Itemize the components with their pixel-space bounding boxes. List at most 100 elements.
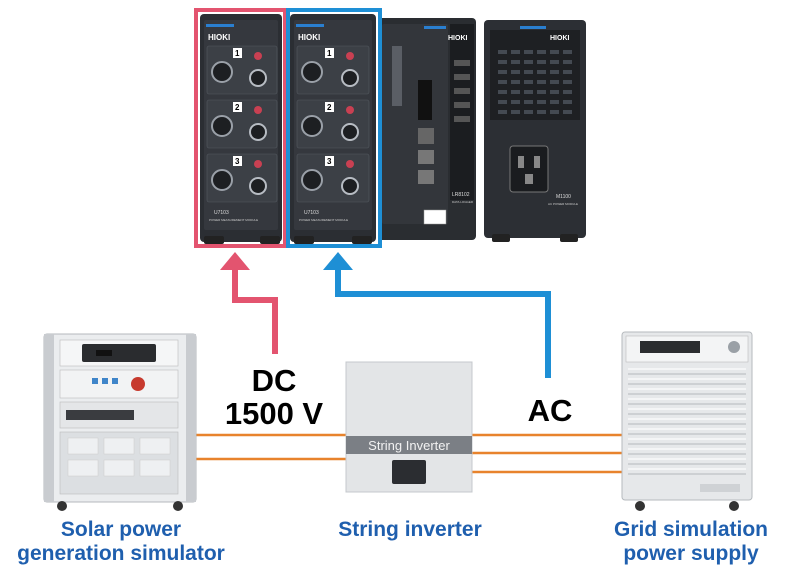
vent-slot (550, 110, 559, 114)
vent-slot (563, 110, 572, 114)
cooling-fin (628, 403, 746, 405)
vent-slot (524, 110, 533, 114)
vent-slot (537, 70, 546, 74)
data-logger-unit: HIOKI HIOKI HIOKI HIOKI 1 2 3 U7103 POWE… (200, 14, 586, 244)
brand-logo-power-module: HIOKI (550, 35, 570, 42)
dc-module-highlight (194, 8, 287, 248)
inverter-display (392, 460, 426, 484)
vent-slot (524, 60, 533, 64)
string-inverter-label: String inverter (312, 518, 508, 542)
vent-slot (524, 80, 533, 84)
vent-slot (511, 60, 520, 64)
cooling-fin (628, 393, 746, 395)
cooling-fin (628, 468, 746, 470)
solar-label-line2: generation simulator (17, 542, 225, 565)
channel-label-3a: 3 (235, 157, 240, 166)
dc-label-line2: 1500 V (224, 396, 324, 431)
ac-module-highlight (286, 8, 382, 248)
power-cables (196, 433, 622, 474)
vent-slot (511, 50, 520, 54)
grid-simulator-device (621, 331, 753, 511)
channel-label-2b: 2 (327, 103, 332, 112)
vent-slot (498, 90, 507, 94)
vent-slot (550, 50, 559, 54)
current-terminal-1a (211, 61, 233, 83)
cooling-fin (628, 373, 746, 375)
vent-slot (550, 80, 559, 84)
brand-logo-module-b: HIOKI (298, 33, 320, 42)
cooling-fin (628, 378, 746, 380)
cooling-fin (628, 423, 746, 425)
vent-slot (563, 90, 572, 94)
module-a-name: U7103 (214, 210, 229, 216)
module-a-caption: POWER MEASUREMENT MODULE (209, 218, 258, 222)
power-module-name: M1100 (556, 194, 571, 200)
logger-name: LR8102 (452, 192, 470, 198)
solar-simulator-device (43, 333, 197, 511)
grid-label-line2: power supply (623, 542, 759, 565)
vent-slot (524, 50, 533, 54)
vent-slot (537, 80, 546, 84)
dc-label: DC 1500 V (222, 364, 326, 430)
cooling-fin (628, 473, 746, 475)
vent-slot (524, 70, 533, 74)
cooling-fin (628, 408, 746, 410)
vent-slot (511, 100, 520, 104)
solar-simulator-label: Solar power generation simulator (0, 518, 242, 566)
vent-slot (511, 110, 520, 114)
vent-slot (550, 60, 559, 64)
string-inverter-device: String Inverter (345, 361, 473, 493)
vent-slot (498, 100, 507, 104)
vent-slot (498, 70, 507, 74)
logger-caption: DATA LOGGER (452, 200, 474, 204)
emergency-stop-icon (131, 377, 145, 391)
vent-slot (498, 50, 507, 54)
channel-label-3b: 3 (327, 157, 332, 166)
brand-logo-logger: HIOKI (448, 35, 468, 42)
cooling-fin (628, 413, 746, 415)
vent-slot (537, 60, 546, 64)
module-b-channels: 1 2 3 U7103 POWER MEASUREMENT MODULE (296, 45, 370, 222)
cooling-fin (628, 463, 746, 465)
vent-grille (498, 50, 572, 114)
logger-panel: LR8102 DATA LOGGER (392, 46, 474, 225)
ac-connection-arrow (323, 252, 551, 378)
vent-slot (498, 80, 507, 84)
power-module-caption: AC POWER MODULE (548, 202, 578, 206)
cooling-fin (628, 438, 746, 440)
vent-slot (524, 100, 533, 104)
module-b-caption: POWER MEASUREMENT MODULE (299, 218, 348, 222)
cooling-fin (628, 458, 746, 460)
vent-slot (550, 70, 559, 74)
vent-slot (537, 100, 546, 104)
ac-label: AC (512, 394, 588, 427)
cooling-fin (628, 418, 746, 420)
vent-slot (511, 70, 520, 74)
cooling-fins (628, 368, 746, 475)
vent-slot (563, 60, 572, 64)
grid-label-line1: Grid simulation (613, 518, 768, 541)
module-b-name: U7103 (304, 210, 319, 216)
channel-label-1a: 1 (235, 49, 240, 58)
vent-slot (511, 90, 520, 94)
grid-simulator-label: Grid simulation power supply (594, 518, 788, 566)
vent-slot (498, 110, 507, 114)
cooling-fin (628, 433, 746, 435)
vent-slot (550, 90, 559, 94)
dc-connection-arrow (220, 252, 278, 354)
vent-slot (563, 100, 572, 104)
power-module-panel: M1100 AC POWER MODULE (509, 145, 578, 206)
vent-slot (498, 60, 507, 64)
vent-slot (511, 80, 520, 84)
vent-slot (537, 50, 546, 54)
vent-slot (563, 50, 572, 54)
vent-slot (537, 90, 546, 94)
solar-label-line1: Solar power (60, 518, 182, 541)
dc-label-line1: DC (251, 363, 297, 398)
cooling-fin (628, 388, 746, 390)
cooling-fin (628, 368, 746, 370)
cooling-fin (628, 428, 746, 430)
cooling-fin (628, 398, 746, 400)
voltage-terminal-1a (249, 69, 267, 87)
